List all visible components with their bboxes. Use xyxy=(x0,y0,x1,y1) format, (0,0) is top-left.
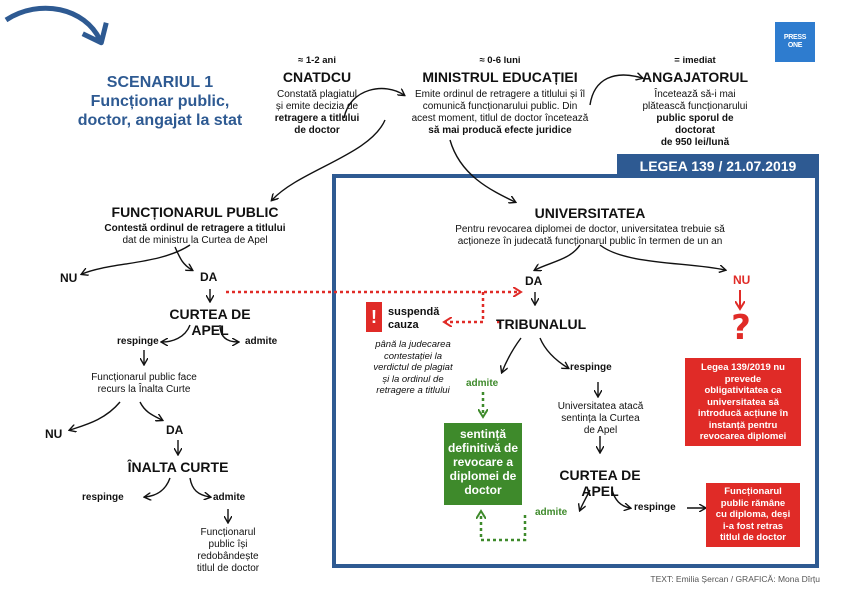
question-icon: ? xyxy=(731,308,751,348)
right-respinge-2: respinge xyxy=(634,502,676,513)
right-nu: NU xyxy=(733,273,751,287)
left-nu-2: NU xyxy=(45,427,63,441)
left-nu-1: NU xyxy=(60,271,78,285)
tribunal-node: TRIBUNALUL xyxy=(496,316,587,332)
left-court-appeal: CURTEA DE APEL xyxy=(169,306,251,338)
left-respinge-1: respinge xyxy=(117,336,159,347)
right-court-appeal: CURTEA DE APEL xyxy=(559,467,641,499)
right-respinge: respinge xyxy=(570,362,612,373)
credits: TEXT: Emilia Șercan / GRAFICĂ: Mona Dîrț… xyxy=(650,574,820,584)
left-da-1: DA xyxy=(200,270,218,284)
legea-header: LEGEA 139 / 21.07.2019 xyxy=(617,154,819,178)
legea-frame xyxy=(332,174,819,568)
left-da-2: DA xyxy=(166,423,184,437)
university-node: UNIVERSITATEA Pentru revocarea diplomei … xyxy=(455,205,725,247)
right-admite: admite xyxy=(466,378,499,389)
left-admite-1: admite xyxy=(245,336,278,347)
exclamation-icon: ! xyxy=(366,302,382,332)
blue-swoosh-arrow xyxy=(4,5,109,46)
employer-node: = imediat ANGAJATORUL Încetează să-i mai… xyxy=(641,55,749,148)
right-da: DA xyxy=(525,274,543,288)
left-supreme-court: ÎNALTA CURTE xyxy=(127,459,229,475)
civil-servant-node: FUNCȚIONARUL PUBLIC Contestă ordinul de … xyxy=(104,204,286,246)
minister-node: ≈ 0-6 luni MINISTRUL EDUCAȚIEI Emite ord… xyxy=(411,55,589,136)
right-admite-2: admite xyxy=(535,507,568,518)
cnatdcu-node: ≈ 1-2 ani CNATDCU Constată plagiatul și … xyxy=(274,55,360,136)
left-respinge-2: respinge xyxy=(82,492,124,503)
left-admite-2: admite xyxy=(213,492,246,503)
scenario-title: SCENARIUL 1 Funcționar public, doctor, a… xyxy=(77,74,243,129)
